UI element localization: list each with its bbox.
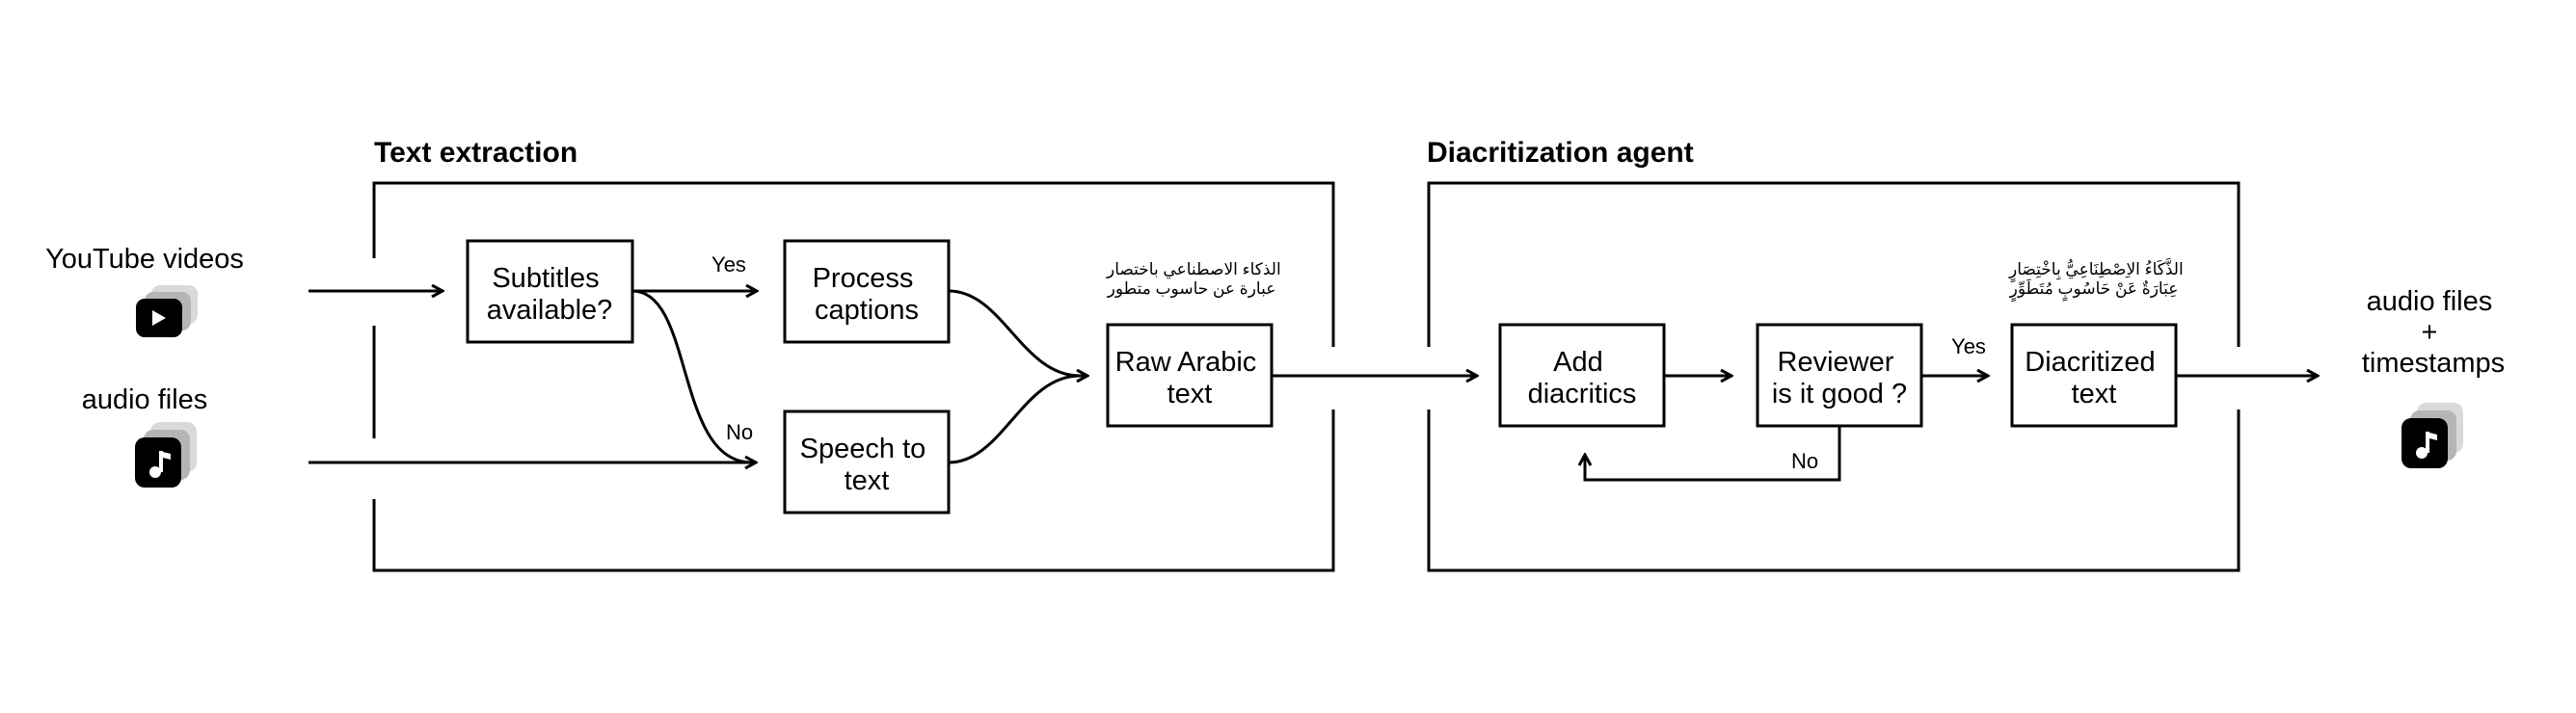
raw-arabic-text-box (1106, 323, 1274, 428)
reviewer-yes-label: Yes (1951, 334, 1986, 358)
yes-label: Yes (711, 252, 746, 277)
no-branch-curve (631, 289, 753, 464)
add-diacritics-label: Add diacritics (1528, 347, 1637, 409)
music-note-icon (135, 422, 197, 488)
reviewer-no-loop (1585, 426, 1841, 482)
raw-arabic-text-label: Raw Arabic text (1115, 347, 1265, 409)
diacritized-text-label: Diacritized text (2025, 347, 2162, 409)
reviewer-label: Reviewer is it good ? (1772, 347, 1907, 409)
diacritization-agent-title: Diacritization agent (1427, 137, 1694, 169)
output-music-note-icon (2402, 403, 2463, 468)
raw-arabic-sample: الذكاء الاصطناعي باختصار عبارة عن حاسوب … (1102, 260, 1280, 298)
subtitles-available-box (466, 239, 634, 344)
speech-to-text-label: Speech to text (800, 434, 934, 496)
audio-files-label: audio files (82, 384, 208, 415)
no-label: No (726, 420, 753, 444)
text-extraction-title: Text extraction (374, 137, 577, 169)
diacritization-agent-frame (1427, 181, 2241, 572)
youtube-videos-label: YouTube videos (45, 244, 244, 275)
add-diacritics-box (1498, 323, 1666, 428)
speech-merge-curve (948, 374, 1081, 464)
output-label: audio files + timestamps (2362, 286, 2505, 379)
process-captions-label: Process captions (813, 263, 922, 326)
captions-merge-curve (948, 289, 1081, 378)
diacritized-arabic-sample: الذَّكَاءُ الاِصْطِنَاعِيُّ بِاخْتِصَارٍ… (2004, 258, 2183, 304)
reviewer-no-label: No (1791, 449, 1818, 473)
process-captions-box (783, 239, 951, 344)
subtitles-available-label: Subtitles available? (487, 263, 613, 326)
speech-to-text-box (783, 409, 951, 515)
reviewer-box (1756, 323, 1923, 428)
youtube-play-icon (136, 285, 198, 337)
text-extraction-frame (372, 181, 1335, 572)
